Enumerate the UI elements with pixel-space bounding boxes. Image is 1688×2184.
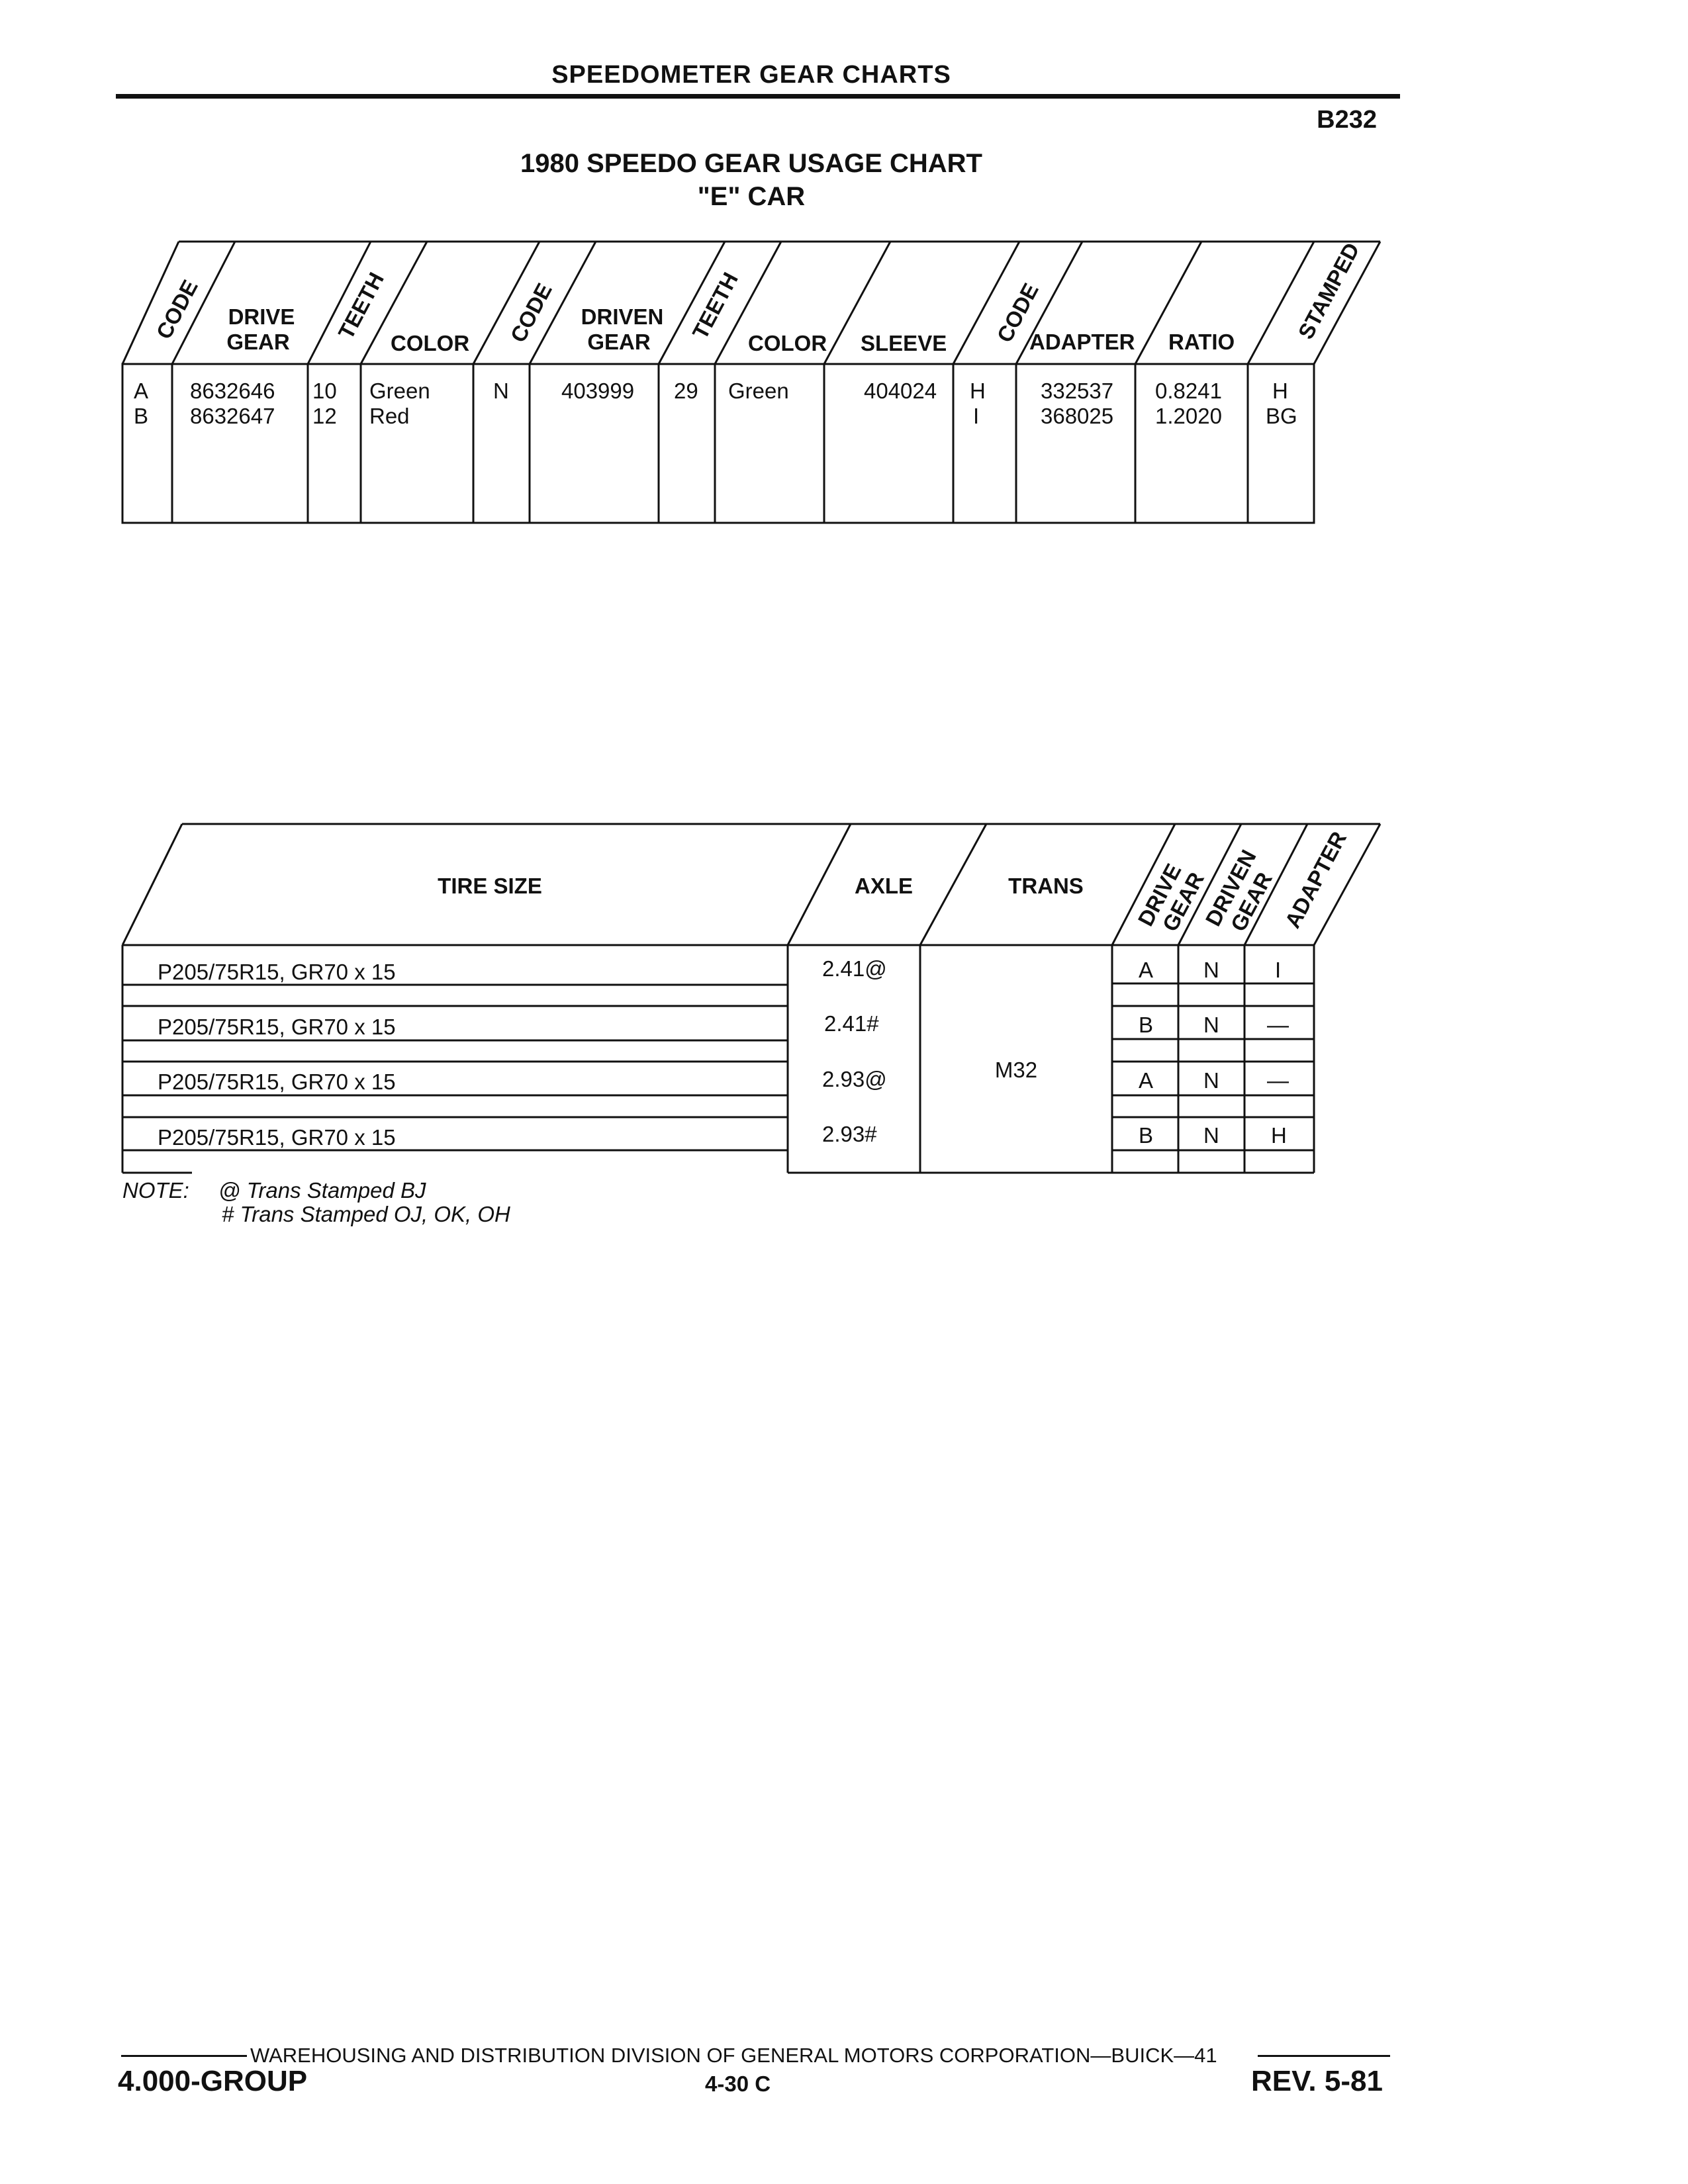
gear-cell-stamped-r2: BG — [1266, 404, 1297, 428]
gear-cell-code2-r1: N — [493, 379, 509, 403]
gear-cell-ratio-r2: 1.2020 — [1155, 404, 1222, 428]
gear-cell-color-r2: Red — [369, 404, 410, 428]
chart-title: 1980 SPEEDO GEAR USAGE CHART — [520, 149, 982, 178]
gear-cell-code-r1: A — [134, 379, 149, 403]
hdr-drive-gear-2: GEAR — [226, 330, 290, 354]
hdr-color2: COLOR — [748, 331, 827, 355]
gear-cell-adapter-r1: 332537 — [1041, 379, 1114, 403]
footer-rule-left — [121, 2055, 247, 2057]
driven-cell-r3: N — [1203, 1068, 1219, 1093]
gear-cell-color-r1: Green — [369, 379, 430, 403]
gear-cell-ratio-r1: 0.8241 — [1155, 379, 1222, 403]
hdr-trans: TRANS — [1008, 874, 1084, 898]
hdr-drive-gear-1: DRIVE — [228, 304, 295, 329]
driven-cell-r2: N — [1203, 1013, 1219, 1037]
hdr-ratio: RATIO — [1168, 330, 1235, 354]
gear-cell-color2-r1: Green — [728, 379, 789, 403]
hdr-tire-adapter: ADAPTER — [1280, 827, 1352, 932]
drive-cell-r1: A — [1139, 958, 1154, 982]
gear-cell-sleeve-r1: 404024 — [864, 379, 937, 403]
hdr-driven-gear-1: DRIVEN — [581, 304, 664, 329]
drive-cell-r4: B — [1139, 1123, 1154, 1148]
hdr-color1: COLOR — [391, 331, 469, 355]
adapter-cell-r1: I — [1275, 958, 1282, 982]
gear-cell-code-r2: B — [134, 404, 149, 428]
gear-cell-code3-r2: I — [973, 404, 980, 428]
hdr-adapter: ADAPTER — [1029, 330, 1135, 354]
hdr-tire-size: TIRE SIZE — [438, 874, 542, 898]
tire-cell-r3: P205/75R15, GR70 x 15 — [158, 1069, 396, 1094]
trans-value: M32 — [995, 1058, 1037, 1082]
footer-page-number: 4-30 C — [705, 2071, 771, 2096]
adapter-cell-r2: — — [1267, 1013, 1289, 1037]
tire-cell-r1: P205/75R15, GR70 x 15 — [158, 960, 396, 984]
gear-cell-driven-gear-r1: 403999 — [561, 379, 635, 403]
axle-cell-r4: 2.93# — [822, 1122, 877, 1146]
page-code: B232 — [1317, 106, 1377, 134]
footer-group: 4.000-GROUP — [118, 2065, 308, 2097]
axle-cell-r2: 2.41# — [824, 1011, 879, 1036]
adapter-cell-r4: H — [1271, 1123, 1287, 1148]
axle-cell-r1: 2.41@ — [822, 956, 887, 981]
drive-cell-r3: A — [1139, 1068, 1154, 1093]
footer-rev: REV. 5-81 — [1251, 2065, 1383, 2097]
note-line-1: @ Trans Stamped BJ — [218, 1178, 426, 1203]
gear-cell-drive-gear-r1: 8632646 — [190, 379, 275, 403]
chart-subtitle: "E" CAR — [697, 182, 806, 211]
footer-rule-right — [1258, 2055, 1390, 2057]
gear-cell-code3-r1: H — [970, 379, 986, 403]
hdr-axle: AXLE — [855, 874, 913, 898]
tire-cell-r4: P205/75R15, GR70 x 15 — [158, 1125, 396, 1150]
tire-cell-r2: P205/75R15, GR70 x 15 — [158, 1015, 396, 1039]
driven-cell-r4: N — [1203, 1123, 1219, 1148]
drive-cell-r2: B — [1139, 1013, 1154, 1037]
page-header-title: SPEEDOMETER GEAR CHARTS — [551, 61, 951, 89]
gear-cell-adapter-r2: 368025 — [1041, 404, 1114, 428]
gear-cell-drive-gear-r2: 8632647 — [190, 404, 275, 428]
hdr-sleeve: SLEEVE — [861, 331, 947, 355]
driven-cell-r1: N — [1203, 958, 1219, 982]
note-line-2: # Trans Stamped OJ, OK, OH — [222, 1202, 510, 1226]
note-label: NOTE: — [122, 1178, 189, 1203]
footer-line: WAREHOUSING AND DISTRIBUTION DIVISION OF… — [250, 2044, 1217, 2067]
gear-cell-teeth-r1: 10 — [312, 379, 337, 403]
hdr-driven-gear-2: GEAR — [587, 330, 651, 354]
gear-cell-teeth-r2: 12 — [312, 404, 337, 428]
adapter-cell-r3: — — [1267, 1068, 1289, 1093]
gear-cell-teeth2-r1: 29 — [674, 379, 698, 403]
gear-cell-stamped-r1: H — [1272, 379, 1288, 403]
axle-cell-r3: 2.93@ — [822, 1067, 887, 1091]
header-rule — [116, 94, 1400, 99]
